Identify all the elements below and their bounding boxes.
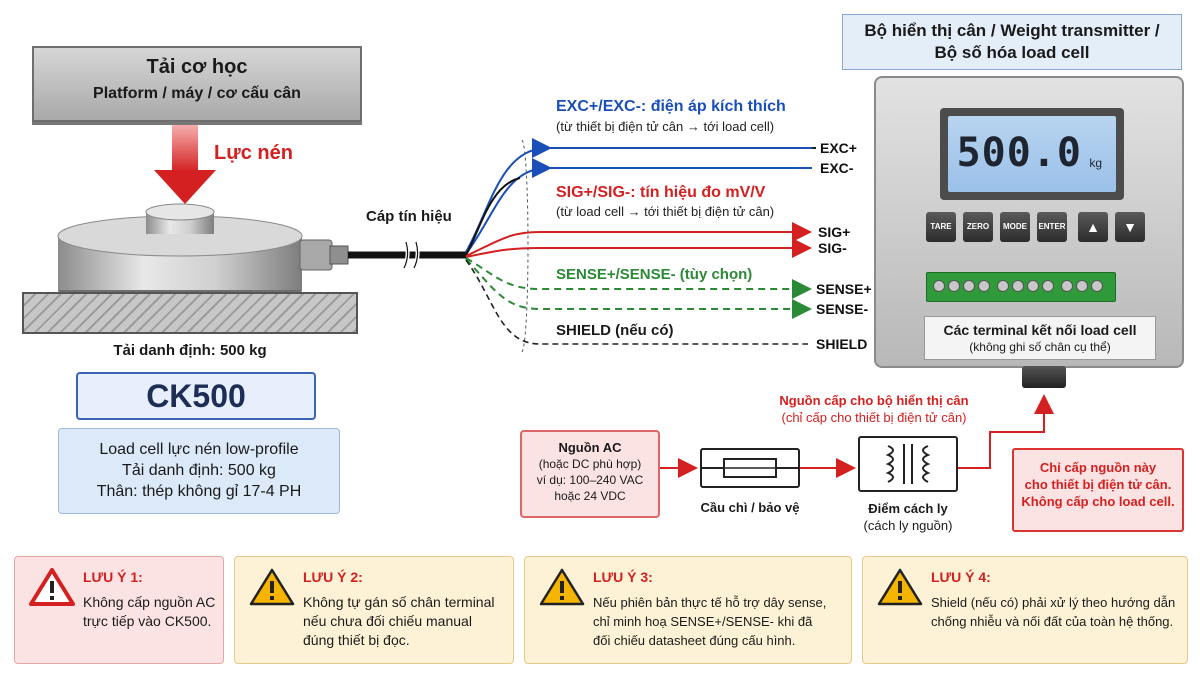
terminal-screw [1027, 280, 1039, 292]
terminal-screw [1042, 280, 1054, 292]
power-chain [660, 394, 1054, 478]
shield-wire [465, 259, 808, 345]
warning-icon [29, 568, 75, 606]
lcd-display: 500.0 kg [940, 108, 1124, 200]
warning-line: Chỉ cấp nguồn này [1039, 460, 1157, 475]
terminal-block [926, 272, 1116, 302]
display-value: 500.0 [956, 130, 1082, 176]
transformer-icon [858, 436, 958, 492]
ac-line: (hoặc DC phù hợp) [538, 457, 642, 471]
warning-icon [249, 568, 295, 606]
display-unit: kg [1089, 156, 1102, 170]
pin-sense-plus: SENSE+ [816, 281, 872, 297]
pin-sig-minus: SIG- [818, 240, 847, 256]
ac-title: Nguồn AC [558, 440, 622, 455]
force-arrow [154, 124, 216, 204]
load-title: Tải cơ học [146, 56, 248, 78]
ac-source-box: Nguồn AC (hoặc DC phù hợp) ví dụ: 100–24… [520, 430, 660, 518]
load-platform: Tải cơ học Platform / máy / cơ cấu cân [32, 46, 362, 122]
cable-label: Cáp tín hiệu [366, 208, 452, 225]
terminal-screw [997, 280, 1009, 292]
device-title: Bộ hiển thị cân / Weight transmitter / B… [842, 14, 1182, 70]
isolation-label: Điểm cách ly (cách ly nguồn) [840, 500, 976, 534]
terminal-screw [1076, 280, 1088, 292]
mode-button[interactable]: MODE [1000, 212, 1030, 242]
terminal-screw [1061, 280, 1073, 292]
pin-exc-minus: EXC- [820, 160, 854, 176]
terminal-screw [948, 280, 960, 292]
exc-sub: (từ thiết bị điện tử cân → tới load cell… [556, 119, 775, 134]
sig-wires [465, 222, 812, 258]
fuse-icon [700, 448, 800, 488]
ground-base [22, 292, 358, 334]
warning-line: Không cấp cho load cell. [1021, 494, 1175, 509]
down-button[interactable]: ▼ [1115, 212, 1145, 242]
ac-line: ví dụ: 100–240 VAC [536, 473, 644, 487]
rated-load-text: Tải danh định: 500 kg [113, 342, 267, 359]
loadcell-description: Load cell lực nén low-profile Tải danh đ… [58, 428, 340, 514]
power-warning-box: Chỉ cấp nguồn này cho thiết bị điện tử c… [1012, 448, 1184, 532]
desc-line: Tải danh định: 500 kg [122, 462, 276, 479]
pin-shield: SHIELD [816, 336, 868, 352]
desc-line: Thân: thép không gỉ 17-4 PH [96, 483, 302, 500]
pin-exc-plus: EXC+ [820, 140, 857, 156]
force-label: Lực nén [214, 142, 293, 164]
note-title: LƯU Ý 3: [593, 569, 653, 585]
isolation-sub: (cách ly nguồn) [863, 518, 953, 533]
terminal-screw [933, 280, 945, 292]
terminal-label-box: Các terminal kết nối load cell (không gh… [924, 316, 1156, 360]
device-title-line: Bộ số hóa load cell [934, 43, 1090, 62]
enter-button[interactable]: ENTER [1037, 212, 1067, 242]
note-body: Nếu phiên bản thực tế hỗ trợ dây sense,c… [593, 595, 827, 648]
note-4: LƯU Ý 4: Shield (nếu có) phải xử lý theo… [862, 556, 1188, 664]
power-label: Nguồn cấp cho bộ hiển thị cân (chỉ cấp c… [764, 392, 984, 426]
terminal-subtitle: (không ghi số chân cụ thể) [969, 340, 1111, 354]
tare-button[interactable]: TARE [926, 212, 956, 242]
note-title: LƯU Ý 4: [931, 569, 991, 585]
terminal-screw [963, 280, 975, 292]
note-title: LƯU Ý 2: [303, 569, 363, 585]
exc-title: EXC+/EXC-: điện áp kích thích [556, 98, 786, 115]
ac-line: hoặc 24 VDC [554, 489, 626, 503]
warning-line: cho thiết bị điện tử cân. [1024, 477, 1172, 492]
sense-wires [465, 257, 812, 319]
signal-cable [348, 241, 466, 269]
cable-gland [1022, 366, 1066, 388]
note-3: LƯU Ý 3: Nếu phiên bản thực tế hỗ trợ dâ… [524, 556, 852, 664]
sense-title: SENSE+/SENSE- (tùy chọn) [556, 266, 753, 283]
terminal-screw [1012, 280, 1024, 292]
fuse-label: Cầu chì / bảo vệ [700, 500, 800, 515]
terminal-title: Các terminal kết nối load cell [943, 322, 1137, 338]
sig-title: SIG+/SIG-: tín hiệu đo mV/V [556, 184, 766, 201]
device-title-line: Bộ hiển thị cân / Weight transmitter / [864, 21, 1160, 40]
isolation-title: Điểm cách ly [868, 501, 948, 516]
pin-sense-minus: SENSE- [816, 301, 869, 317]
up-button[interactable]: ▲ [1078, 212, 1108, 242]
power-label-title: Nguồn cấp cho bộ hiển thị cân [779, 393, 969, 408]
zero-button[interactable]: ZERO [963, 212, 993, 242]
shield-title: SHIELD (nếu có) [556, 322, 674, 339]
terminal-screw [978, 280, 990, 292]
sig-sub: (từ load cell → tới thiết bị điện tử cân… [556, 204, 775, 219]
warning-icon [877, 568, 923, 606]
note-body: Shield (nếu có) phải xử lý theo hướng dẫ… [931, 595, 1176, 629]
load-subtitle: Platform / máy / cơ cấu cân [93, 85, 301, 102]
power-label-sub: (chỉ cấp cho thiết bị điện tử cân) [781, 410, 967, 425]
model-name: CK500 [76, 372, 316, 420]
warning-icon [539, 568, 585, 606]
terminal-screw [1091, 280, 1103, 292]
note-title: LƯU Ý 1: [83, 569, 143, 585]
pin-sig-plus: SIG+ [818, 224, 851, 240]
desc-line: Load cell lực nén low-profile [99, 441, 299, 458]
